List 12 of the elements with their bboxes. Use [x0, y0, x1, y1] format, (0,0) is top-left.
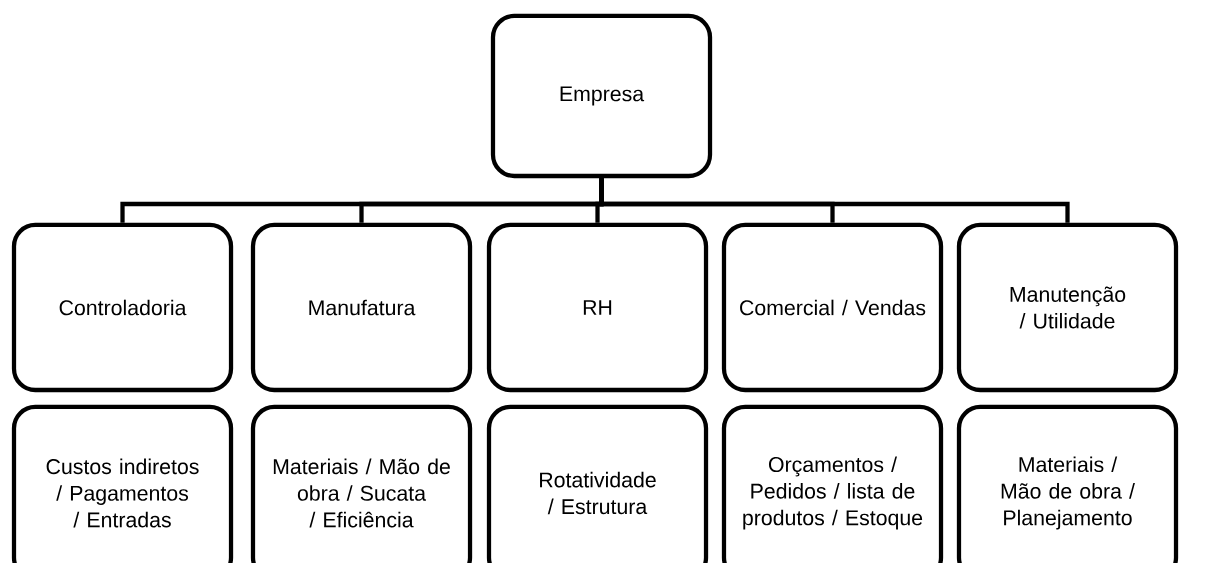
org-box: Manutenção / Utilidade	[956, 222, 1179, 393]
org-box: Materiais / Mão de obra / Sucata / Eficiência	[250, 404, 473, 563]
connector	[599, 178, 1070, 223]
org-box: RH	[486, 222, 709, 393]
org-box: Empresa	[490, 13, 713, 179]
org-box: Comercial / Vendas	[721, 222, 944, 393]
org-box: Orçamentos / Pedidos / lista de produtos / Estoque	[721, 404, 944, 563]
org-box: Materiais / Mão de obra / Planejamento	[956, 404, 1179, 563]
org-box: Manufatura	[250, 222, 473, 393]
org-box: Custos indiretos / Pagamentos / Entradas	[11, 404, 234, 563]
org-box: Controladoria	[11, 222, 234, 393]
org-box: Rotatividade / Estrutura	[486, 404, 709, 563]
